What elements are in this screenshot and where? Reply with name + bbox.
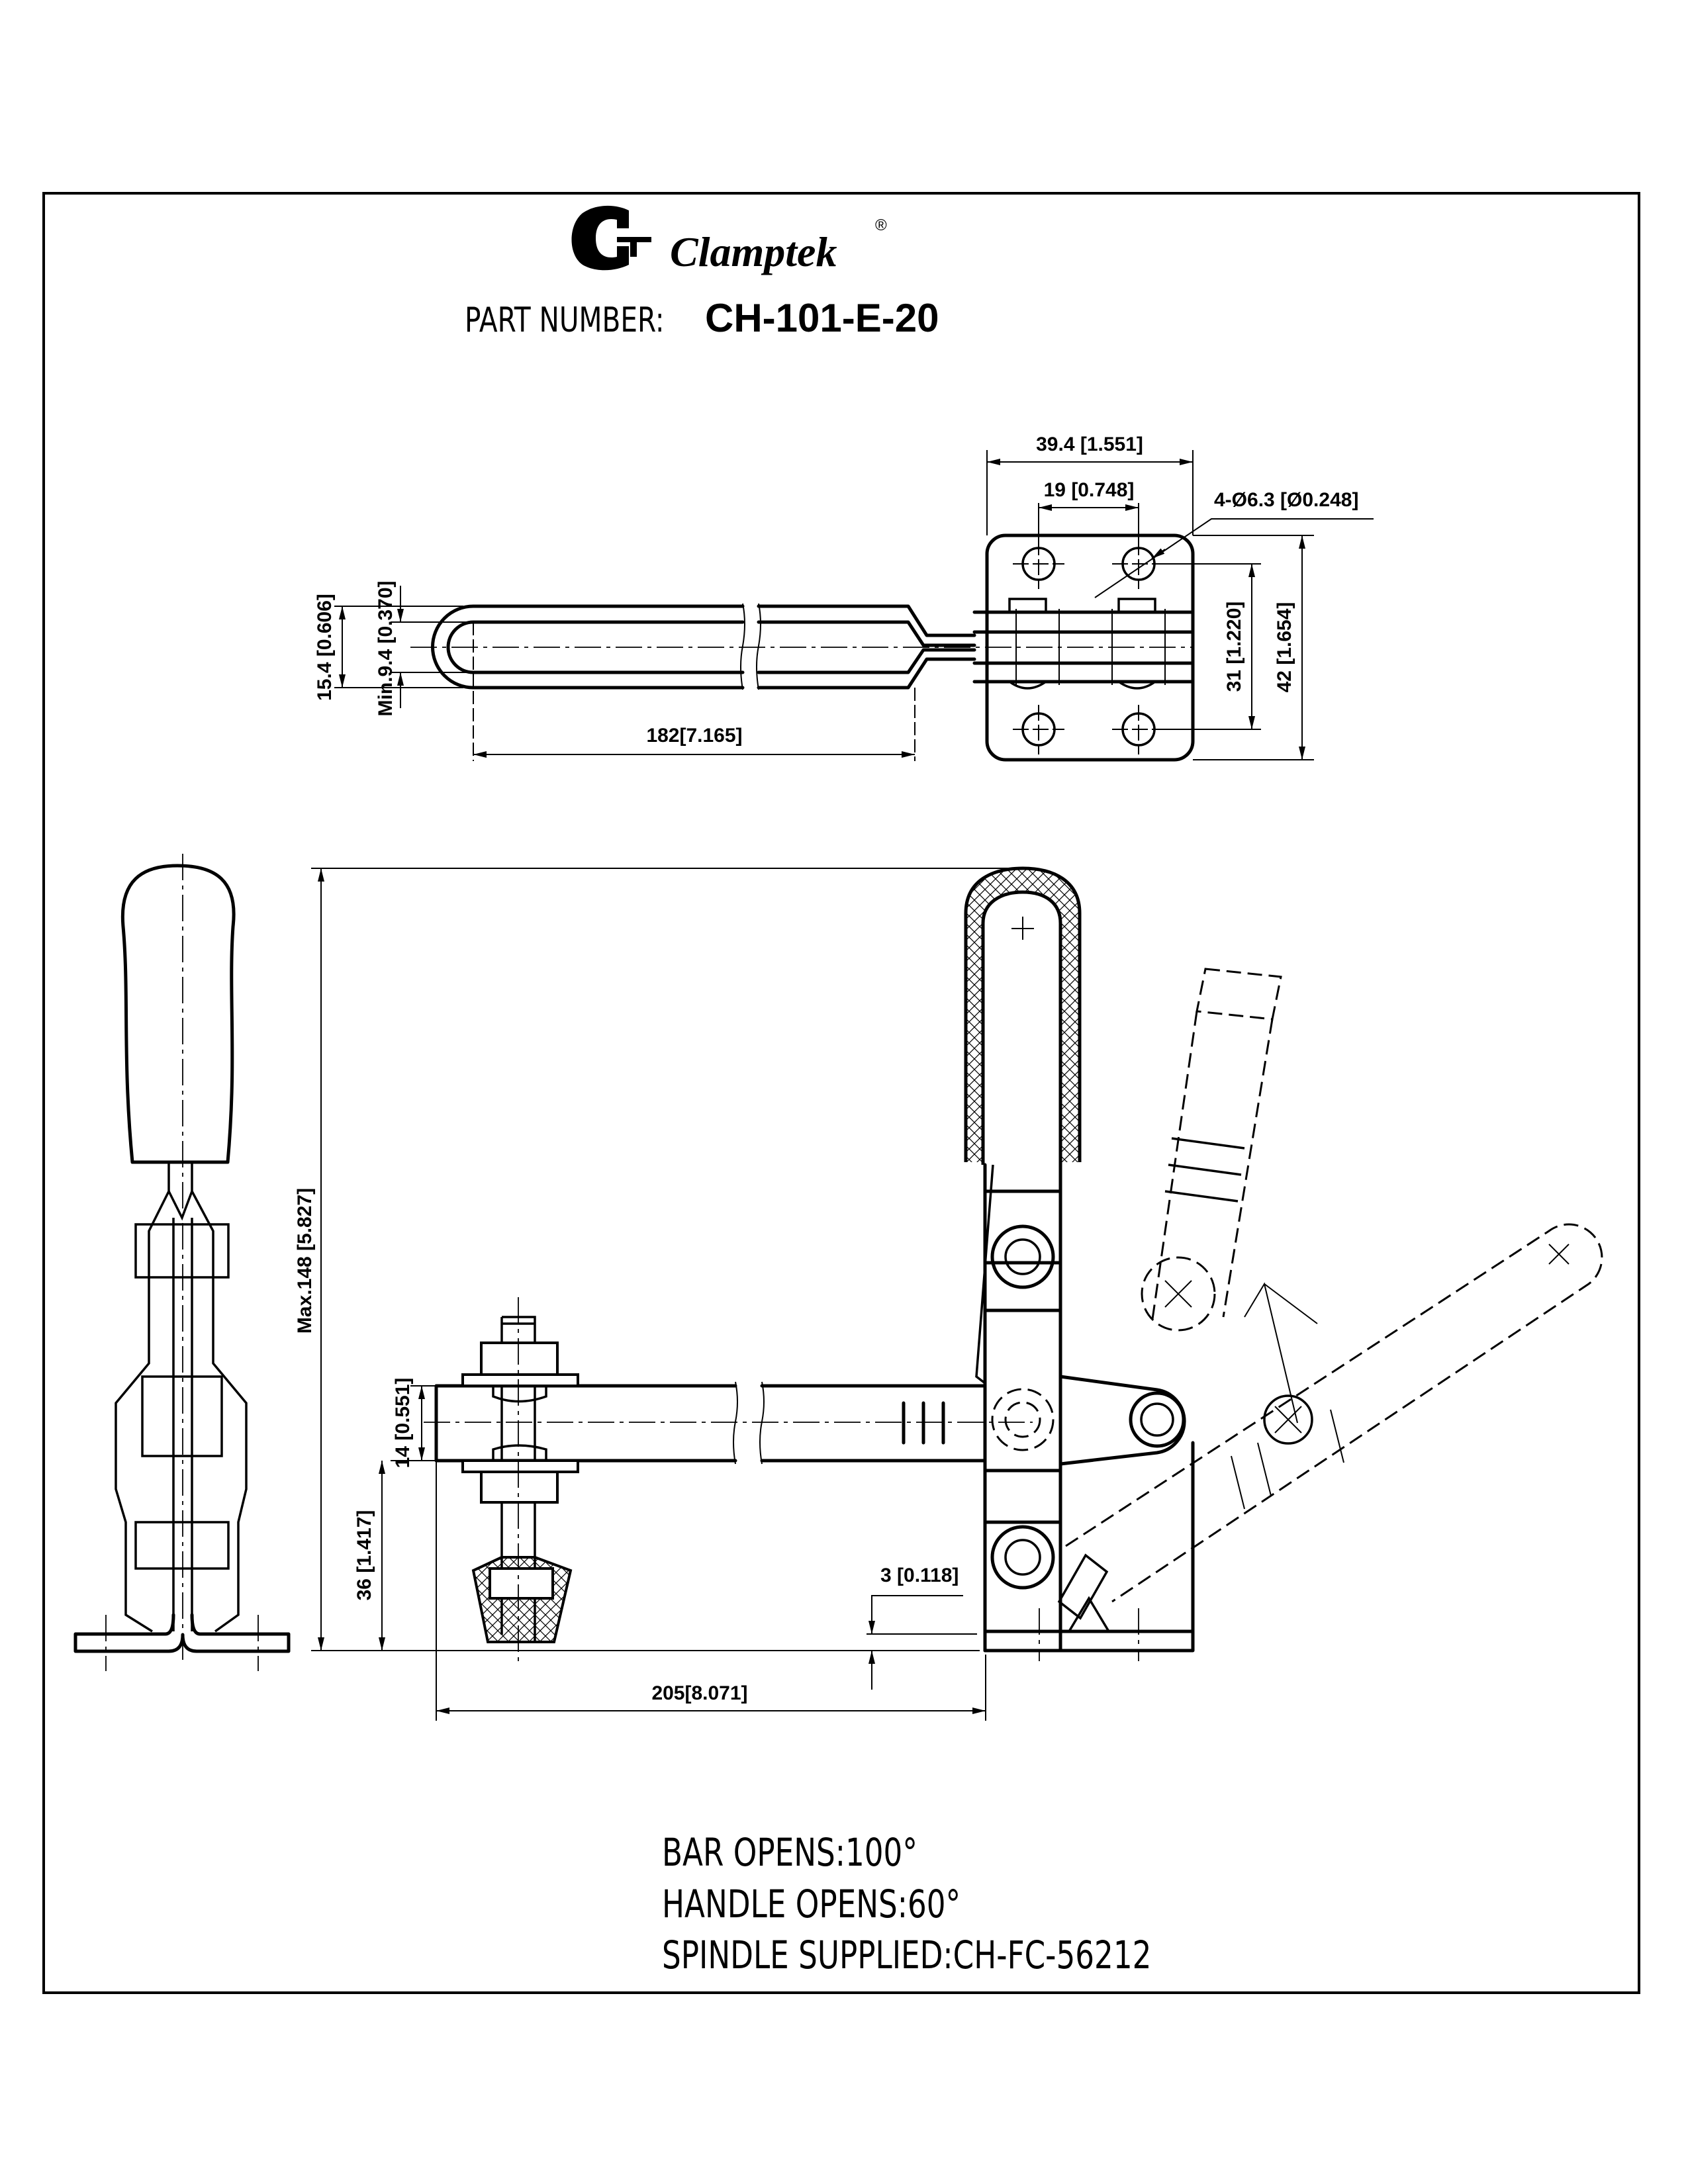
spindle	[461, 1297, 579, 1661]
clamp-bar	[434, 1384, 987, 1463]
dim-plate-height: 42 [1.654]	[1274, 602, 1295, 693]
open-positions	[1065, 968, 1603, 1603]
note-spindle-supplied: SPINDLE SUPPLIED:CH-FC-56212	[662, 1934, 1151, 1978]
brand-name: Clamptek	[670, 228, 837, 275]
part-number: CH-101-E-20	[705, 296, 939, 340]
handle-top	[410, 598, 1195, 690]
side-view	[73, 854, 291, 1671]
front-view: Max.148 [5.827] 14 [0.551] 36 [1.417] 3 …	[294, 866, 1603, 1721]
top-view-dimensions: 39.4 [1.551] 19 [0.748] 4-Ø6.3 [Ø0.248] …	[314, 433, 1374, 761]
dim-handle-length: 182[7.165]	[646, 725, 742, 747]
registered-mark: ®	[875, 216, 887, 234]
dim-reach: 205[8.071]	[651, 1682, 747, 1704]
handle-arm	[983, 1163, 1062, 1653]
dim-bar-thickness: 14 [0.551]	[392, 1378, 414, 1469]
dim-holes: 4-Ø6.3 [Ø0.248]	[1214, 489, 1358, 511]
handle-grip-side	[120, 864, 236, 1164]
top-view: 39.4 [1.551] 19 [0.748] 4-Ø6.3 [Ø0.248] …	[314, 433, 1374, 762]
drawing-frame	[42, 192, 1640, 1994]
dim-overall-width: 39.4 [1.551]	[1036, 433, 1143, 455]
note-handle-opens: HANDLE OPENS:60°	[662, 1883, 961, 1927]
dim-hole-spacing-x: 19 [0.748]	[1044, 479, 1135, 501]
clamptek-logo: Clamptek ®	[571, 205, 887, 275]
part-number-label: PART NUMBER:	[465, 300, 665, 340]
dim-bar-height: 36 [1.417]	[353, 1510, 375, 1601]
dim-handle-inner-min: Min.9.4 [0.370]	[375, 580, 397, 716]
pivot	[1129, 1391, 1186, 1448]
front-view-dimensions: Max.148 [5.827] 14 [0.551] 36 [1.417] 3 …	[294, 868, 1023, 1721]
dim-handle-width: 15.4 [0.606]	[314, 594, 336, 701]
dim-base-offset: 3 [0.118]	[880, 1565, 959, 1586]
notes: BAR OPENS:100° HANDLE OPENS:60° SPINDLE …	[662, 1831, 1151, 1978]
dim-hole-spacing-y: 31 [1.220]	[1223, 602, 1245, 692]
dim-max-height: Max.148 [5.827]	[294, 1188, 316, 1334]
logo-g-mark	[571, 205, 629, 271]
note-bar-opens: BAR OPENS:100°	[662, 1831, 917, 1876]
